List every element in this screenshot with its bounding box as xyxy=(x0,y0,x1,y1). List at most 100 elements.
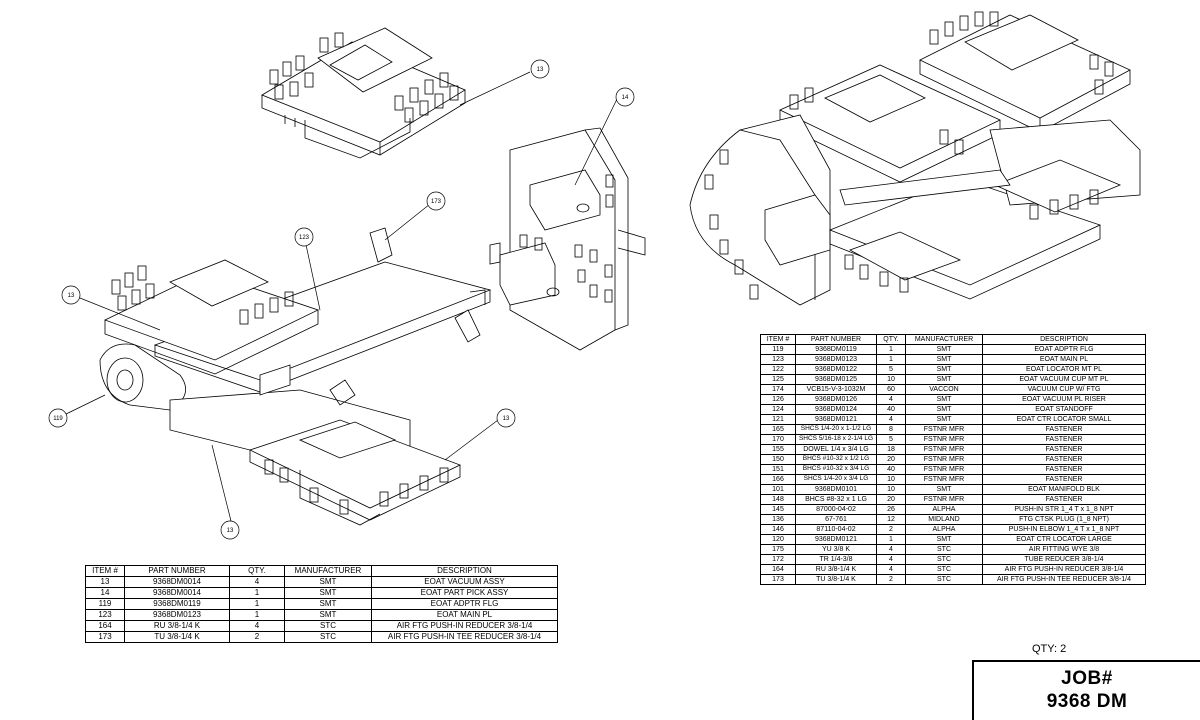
cell: 123 xyxy=(85,609,125,621)
cell: EOAT STANDOFF xyxy=(982,404,1146,415)
vacuum-assembly-top xyxy=(261,27,466,159)
table-header-row: ITEM # PART NUMBER QTY. MANUFACTURER DES… xyxy=(760,334,1146,345)
cell: SMT xyxy=(905,534,983,545)
cell: 10 xyxy=(876,474,906,485)
cell: 1 xyxy=(229,609,285,621)
cell: FASTENER xyxy=(982,424,1146,435)
cell: DOWEL 1/4 x 3/4 LG xyxy=(795,444,877,455)
cell: STC xyxy=(905,564,983,575)
cell: EOAT VACUUM CUP MT PL xyxy=(982,374,1146,385)
cell: EOAT VACUUM PL RISER xyxy=(982,394,1146,405)
cell: FSTNR MFR xyxy=(905,434,983,445)
cell: 5 xyxy=(876,434,906,445)
cell: FSTNR MFR xyxy=(905,454,983,465)
cell: 124 xyxy=(760,404,796,415)
header-item: ITEM # xyxy=(85,565,125,577)
cell: SMT xyxy=(284,576,372,588)
balloon-label: 123 xyxy=(299,235,310,241)
cell: 136 xyxy=(760,514,796,525)
cell: FSTNR MFR xyxy=(905,474,983,485)
cell: SHCS 1/4-20 x 1-1/2 LG xyxy=(795,424,877,435)
cell: 10 xyxy=(876,484,906,495)
cell: 9368DM0122 xyxy=(795,364,877,375)
cell: RU 3/8-1/4 K xyxy=(795,564,877,575)
header-description: DESCRIPTION xyxy=(982,334,1146,345)
cell: 121 xyxy=(760,414,796,425)
cell: 12 xyxy=(876,514,906,525)
cell: 151 xyxy=(760,464,796,475)
cell: SMT xyxy=(284,587,372,599)
cell: 9368DM0014 xyxy=(124,587,230,599)
full-eoat-assembly xyxy=(689,11,1141,306)
cell: ALPHA xyxy=(905,504,983,515)
cell: TU 3/8-1/4 K xyxy=(795,574,877,585)
balloon-label: 14 xyxy=(622,95,629,101)
cell: 123 xyxy=(760,354,796,365)
cell: 4 xyxy=(876,564,906,575)
cell: VCB15-V-3-1032M xyxy=(795,384,877,395)
cell: 5 xyxy=(876,364,906,375)
cell: 125 xyxy=(760,374,796,385)
cell: 9368DM0014 xyxy=(124,576,230,588)
cell: 126 xyxy=(760,394,796,405)
cell: 164 xyxy=(85,620,125,632)
cell: 4 xyxy=(876,394,906,405)
cell: 4 xyxy=(876,544,906,555)
cell: EOAT VACUUM ASSY xyxy=(371,576,558,588)
cell: FASTENER xyxy=(982,494,1146,505)
cell: FSTNR MFR xyxy=(905,444,983,455)
cell: VACCON xyxy=(905,384,983,395)
cell: SHCS 5/16-18 x 2-1/4 LG xyxy=(795,434,877,445)
header-qty: QTY. xyxy=(876,334,906,345)
cell: STC xyxy=(905,544,983,555)
cell: VACUUM CUP W/ FTG xyxy=(982,384,1146,395)
cell: SMT xyxy=(905,354,983,365)
cell: 146 xyxy=(760,524,796,535)
cell: TR 1/4-3/8 xyxy=(795,554,877,565)
cell: 10 xyxy=(876,374,906,385)
cell: EOAT MAIN PL xyxy=(982,354,1146,365)
cell: FSTNR MFR xyxy=(905,494,983,505)
cell: 166 xyxy=(760,474,796,485)
cell: 20 xyxy=(876,494,906,505)
left-bom-table: ITEM # PART NUMBER QTY. MANUFACTURER DES… xyxy=(85,565,558,643)
cell: 40 xyxy=(876,464,906,475)
cell: 150 xyxy=(760,454,796,465)
cell: BHCS #8-32 x 1 LG xyxy=(795,494,877,505)
cell: PUSH-IN ELBOW 1_4 T x 1_8 NPT xyxy=(982,524,1146,535)
cell: AIR FTG PUSH-IN TEE REDUCER 3/8-1/4 xyxy=(371,631,558,643)
cell: SMT xyxy=(905,484,983,495)
cell: 173 xyxy=(85,631,125,643)
cell: EOAT MAIN PL xyxy=(371,609,558,621)
balloon-label: 119 xyxy=(53,416,63,422)
cell: 164 xyxy=(760,564,796,575)
cell: 9368DM0124 xyxy=(795,404,877,415)
cell: AIR FTG PUSH-IN REDUCER 3/8-1/4 xyxy=(982,564,1146,575)
cell: FASTENER xyxy=(982,474,1146,485)
cell: FASTENER xyxy=(982,434,1146,445)
cell: 9368DM0123 xyxy=(795,354,877,365)
cell: EOAT ADPTR FLG xyxy=(371,598,558,610)
header-manufacturer: MANUFACTURER xyxy=(905,334,983,345)
cell: TUBE REDUCER 3/8-1/4 xyxy=(982,554,1146,565)
cell: 174 xyxy=(760,384,796,395)
cell: 173 xyxy=(760,574,796,585)
cell: 20 xyxy=(876,454,906,465)
cell: EOAT CTR LOCATOR LARGE xyxy=(982,534,1146,545)
right-bom-table: ITEM # PART NUMBER QTY. MANUFACTURER DES… xyxy=(760,334,1146,585)
